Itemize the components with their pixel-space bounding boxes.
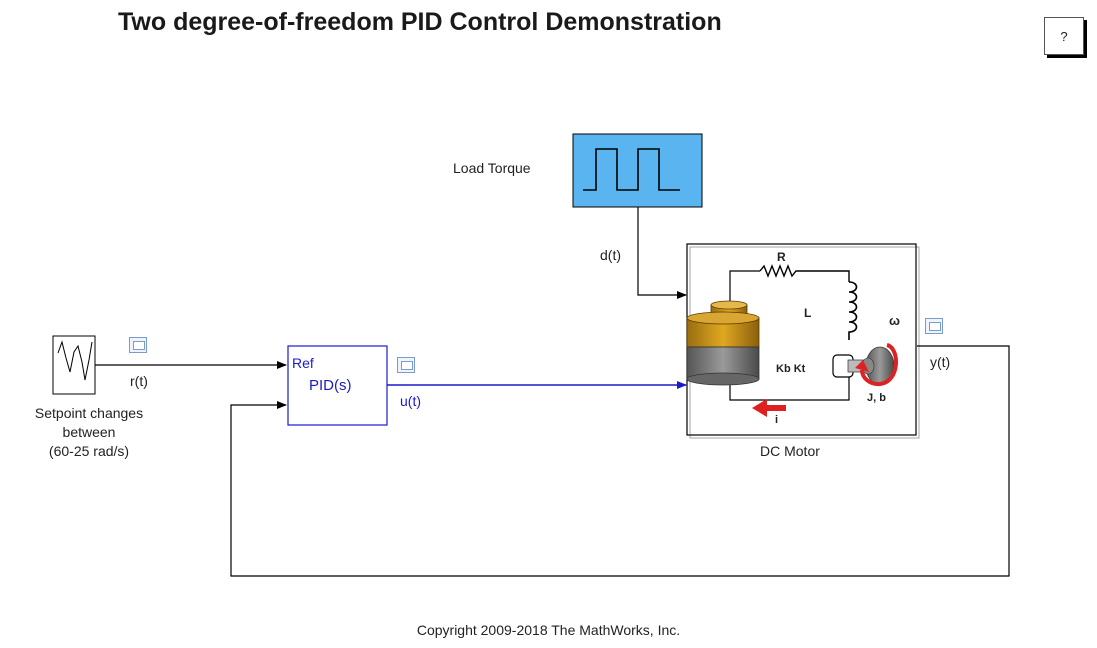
load-torque-label: Load Torque xyxy=(453,160,531,176)
resistor-label: R xyxy=(777,250,786,264)
motor-constants-label: Kb Kt xyxy=(776,363,806,375)
current-label: i xyxy=(775,414,779,426)
pulse-icon xyxy=(583,148,680,191)
setpoint-label-line: Setpoint changes xyxy=(34,405,144,421)
current-arrow-icon xyxy=(752,399,786,417)
setpoint-label-line: between xyxy=(62,424,116,440)
signal-label-r: r(t) xyxy=(130,373,148,389)
pid-block[interactable] xyxy=(287,345,388,426)
feedback-wire-y[interactable] xyxy=(230,345,1010,577)
scope-icon-y[interactable] xyxy=(925,318,943,334)
setpoint-label: Setpoint changes between (60-25 rad/s) xyxy=(5,404,173,461)
dc-motor-block[interactable] xyxy=(686,243,920,439)
inertia-label: J, b xyxy=(867,392,886,404)
dc-motor-label: DC Motor xyxy=(760,443,820,459)
scope-icon-u[interactable] xyxy=(397,357,415,373)
help-button[interactable]: ? xyxy=(1044,17,1084,55)
omega-label: ω xyxy=(889,313,900,328)
pid-block-label: PID(s) xyxy=(309,377,352,394)
pid-ref-port-label: Ref xyxy=(292,355,314,371)
scope-icon-r[interactable] xyxy=(129,337,147,353)
signal-wire-d[interactable] xyxy=(637,207,687,299)
diagram-title: Two degree-of-freedom PID Control Demons… xyxy=(118,8,722,36)
waveform-icon xyxy=(57,340,93,381)
rotation-arrow-icon xyxy=(860,343,899,387)
signal-label-u: u(t) xyxy=(400,393,421,409)
load-torque-block[interactable] xyxy=(572,133,703,208)
signal-label-y: y(t) xyxy=(930,354,951,370)
copyright-notice: Copyright 2009-2018 The MathWorks, Inc. xyxy=(416,622,681,638)
inductor-symbol xyxy=(848,281,858,340)
setpoint-label-line: (60-25 rad/s) xyxy=(48,443,130,459)
inductor-label: L xyxy=(804,306,812,320)
signal-label-d: d(t) xyxy=(600,247,621,263)
setpoint-block[interactable] xyxy=(52,335,98,397)
resistor-symbol xyxy=(759,264,850,282)
